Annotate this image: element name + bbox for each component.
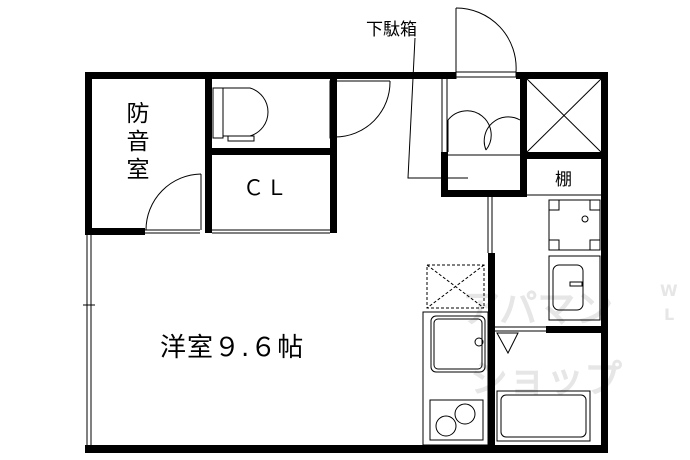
svg-text:L: L <box>664 305 674 324</box>
svg-text:W: W <box>660 281 678 300</box>
watermark-logo: アパマン ショップ W L <box>462 281 678 401</box>
svg-text:アパマン: アパマン <box>462 287 613 331</box>
room-label-closet: ＣＬ <box>243 176 289 200</box>
walls <box>85 72 608 453</box>
label-shoe-box: 下駄箱 <box>366 20 417 40</box>
room-label-soundproof: 防 音 室 <box>126 101 150 183</box>
fixtures <box>83 7 602 446</box>
room-label-main: 洋室９.６帖 <box>160 333 305 363</box>
svg-text:ショップ: ショップ <box>470 357 622 401</box>
room-label-shelf: 棚 <box>555 170 572 190</box>
